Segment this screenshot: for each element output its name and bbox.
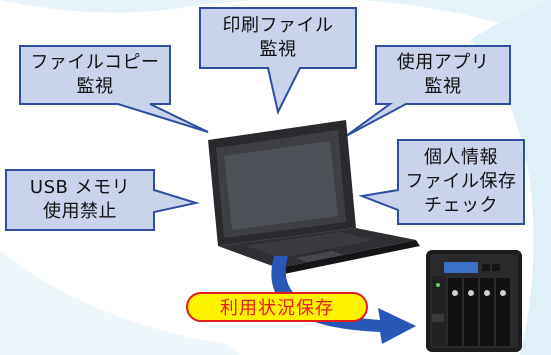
callout-line: 使用禁止 xyxy=(43,201,117,222)
callout-line: 個人情報 xyxy=(424,147,498,168)
callout-line: ファイルコピー xyxy=(30,52,160,73)
callout-line: 監視 xyxy=(259,39,297,60)
callout-bubble-usb-block xyxy=(5,169,200,231)
print-monitor-callout: 印刷ファイル 監視 xyxy=(200,8,356,68)
callout-bubble-copy-monitor xyxy=(19,45,209,133)
copy-monitor-callout: ファイルコピー 監視 xyxy=(20,46,170,104)
callout-line: 監視 xyxy=(424,76,462,97)
callout-line: ファイル保存 xyxy=(405,171,517,192)
laptop-icon xyxy=(208,120,420,274)
callout-bubble-personal-info xyxy=(358,139,525,225)
save-arrow-icon xyxy=(271,256,416,344)
callout-line: 印刷ファイル xyxy=(222,15,334,36)
usb-block-callout: USB メモリ 使用禁止 xyxy=(6,170,154,230)
app-monitor-callout: 使用アプリ 監視 xyxy=(376,46,510,104)
callout-line: USB メモリ xyxy=(29,177,131,198)
nas-server-icon xyxy=(426,250,522,352)
personal-info-check-callout: 個人情報 ファイル保存 チェック xyxy=(398,140,524,224)
usage-save-badge: 利用状況保存 xyxy=(186,292,368,322)
callout-line: チェック xyxy=(424,195,498,216)
callout-line: 使用アプリ xyxy=(396,52,490,73)
callout-bubble-print-monitor xyxy=(199,7,357,115)
callout-bubble-app-monitor xyxy=(345,45,511,137)
callout-line: 監視 xyxy=(76,76,114,97)
